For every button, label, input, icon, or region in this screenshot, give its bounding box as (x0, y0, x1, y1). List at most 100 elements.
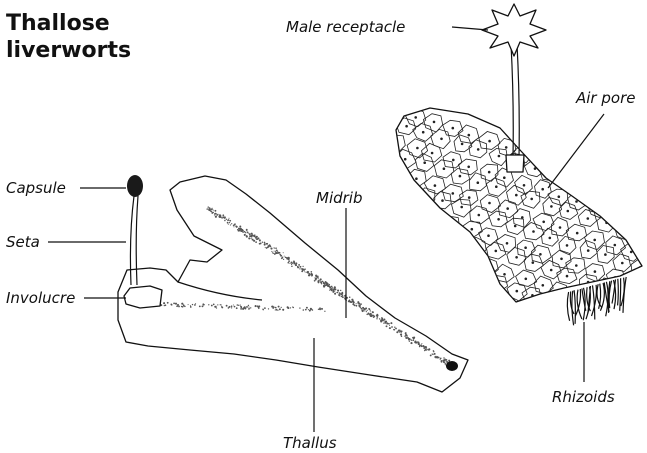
cell-outline (414, 253, 435, 269)
title-line-2: liverworts (6, 38, 131, 63)
cell-outline (621, 340, 642, 357)
cell-outline (630, 355, 647, 372)
stipple-dot (255, 305, 257, 307)
air-pore-dot (488, 171, 491, 174)
air-pore-dot (488, 202, 491, 205)
cell-outline (532, 312, 552, 327)
cell-outline (521, 321, 540, 338)
cell-outline (409, 203, 428, 222)
stipple-dot (287, 262, 289, 264)
label-seta: Seta (6, 233, 40, 251)
air-pore-dot (514, 225, 517, 228)
stipple-dot (247, 231, 248, 232)
stipple-dot (259, 243, 261, 245)
stipple-dot (213, 212, 214, 213)
air-pore-dot (576, 232, 579, 235)
stipple-dot (217, 304, 218, 305)
stipple-dot (265, 247, 266, 248)
air-pore-dot (476, 275, 479, 278)
stipple-dot (406, 335, 408, 337)
stipple-dot (399, 330, 400, 331)
stipple-dot (277, 252, 278, 253)
stipple-dot (308, 309, 309, 310)
stipple-dot (356, 305, 358, 307)
stipple-dot (390, 328, 391, 329)
stipple-dot (379, 318, 380, 319)
rhizoid-hair (572, 291, 574, 326)
air-pore-dot (587, 249, 590, 252)
stipple-dot (208, 207, 209, 208)
stipple-dot (251, 238, 252, 239)
air-pore-dot (632, 282, 635, 285)
stipple-dot (262, 242, 263, 243)
air-pore-dot (506, 242, 509, 245)
stipple-dot (224, 220, 226, 222)
stipple-dot (387, 323, 388, 324)
stipple-dot (341, 296, 342, 297)
air-pore-dot (593, 335, 596, 338)
air-pore-dot (468, 196, 471, 199)
air-pore-dot (515, 194, 518, 197)
stipple-dot (178, 305, 180, 307)
label-midrib: Midrib (316, 189, 363, 207)
cell-outline (613, 190, 631, 207)
stipple-dot (214, 213, 215, 214)
stipple-dot (405, 332, 407, 334)
stipple-dot (418, 342, 420, 344)
involucre-shape (124, 286, 162, 308)
air-pore-dot (567, 210, 570, 213)
cell-outline (570, 160, 590, 179)
air-pore-dot (575, 264, 578, 267)
stipple-dot (164, 305, 165, 306)
air-pore-dot (397, 204, 400, 207)
stipple-dot (287, 257, 289, 259)
stipple-dot (288, 260, 290, 262)
stipple-dot (268, 308, 269, 309)
stipple-dot (281, 307, 282, 308)
air-pore-dot (452, 192, 455, 195)
stipple-dot (303, 309, 305, 311)
stipple-dot (227, 222, 229, 224)
air-pore-dot (461, 143, 464, 146)
stipple-dot (362, 310, 363, 311)
air-pore-dot (524, 246, 527, 249)
air-pore-dot (623, 356, 626, 359)
cell-outline (454, 231, 472, 250)
stipple-dot (259, 239, 260, 240)
stipple-dot (443, 357, 444, 358)
cell-outline (414, 284, 433, 301)
stipple-dot (319, 279, 321, 281)
stipple-dot (264, 307, 266, 309)
stipple-dot (359, 304, 361, 306)
stipple-dot (415, 342, 417, 344)
stipple-dot (386, 325, 388, 327)
stipple-dot (240, 305, 241, 306)
stipple-dot (226, 305, 228, 307)
stipple-dot (228, 219, 230, 221)
stipple-dot (216, 307, 217, 308)
air-pore-dot (433, 121, 436, 124)
cell-outline (480, 291, 499, 309)
stipple-dot (217, 214, 219, 216)
air-pore-dot (433, 216, 436, 219)
air-pore-dot (515, 256, 518, 259)
stipple-dot (194, 304, 196, 306)
cell-outline (578, 337, 597, 354)
cell-outline (424, 242, 443, 260)
stipple-dot (293, 260, 295, 262)
stipple-dot (321, 308, 323, 310)
male-receptacle-shape (482, 4, 546, 56)
air-pore-dot (614, 180, 617, 183)
air-pore-dot (541, 188, 544, 191)
air-pore-dot (615, 342, 618, 345)
stipple-dot (433, 351, 434, 352)
air-pore-dot (623, 230, 626, 233)
stipple-dot (412, 339, 414, 341)
stipple-dot (286, 257, 288, 259)
stipple-dot (295, 264, 297, 266)
stipple-dot (329, 284, 330, 285)
stipple-dot (293, 307, 294, 308)
stipple-dot (248, 233, 249, 234)
stipple-dot (228, 218, 229, 219)
air-pore-dot (467, 166, 470, 169)
